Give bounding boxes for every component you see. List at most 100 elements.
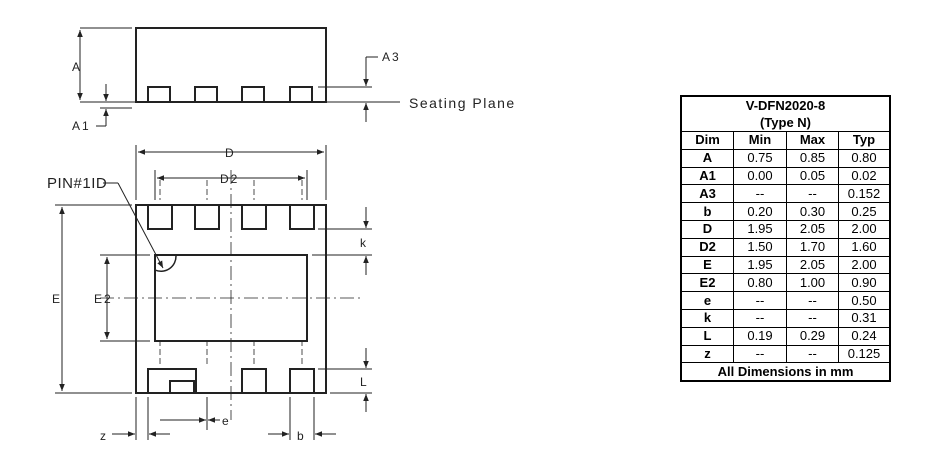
dim-d-label: D <box>225 146 234 160</box>
table-cell-dim: z <box>680 344 734 364</box>
table-cell-dim: A <box>680 148 734 168</box>
table-footer: All Dimensions in mm <box>680 362 891 382</box>
table-cell-dim: b <box>680 202 734 221</box>
table-cell-value: 2.00 <box>838 255 891 275</box>
table-cell-value: 1.95 <box>733 219 787 239</box>
table-cell-value: 0.152 <box>838 184 891 204</box>
table-cell-value: 0.30 <box>786 202 839 221</box>
table-cell-value: 0.02 <box>838 166 891 186</box>
side-view-lead <box>194 86 218 103</box>
table-cell-value: 0.00 <box>733 166 787 186</box>
table-cell-value: 0.50 <box>838 291 891 310</box>
table-cell-value: 0.24 <box>838 326 891 346</box>
table-cell-dim: L <box>680 326 734 346</box>
side-view-lead <box>241 86 265 103</box>
table-cell-value: 2.05 <box>786 255 839 275</box>
side-view <box>77 27 400 127</box>
table-header-row: Dim Min Max Typ <box>680 131 891 150</box>
bottom-lead-top <box>194 204 220 230</box>
table-cell-value: 1.70 <box>786 237 839 257</box>
table-cell-value: 0.125 <box>838 344 891 364</box>
dim-a-label: A <box>72 60 80 74</box>
table-cell-value: -- <box>733 291 787 310</box>
side-view-lead <box>147 86 171 103</box>
table-cell-value: 1.00 <box>786 273 839 293</box>
table-cell-value: 0.80 <box>838 148 891 168</box>
table-title: V-DFN2020-8 (Type N) <box>680 95 891 132</box>
table-row: e----0.50 <box>680 291 891 310</box>
table-cell-dim: D <box>680 219 734 239</box>
side-view-lead <box>289 86 313 103</box>
table-cell-value: 0.29 <box>786 326 839 346</box>
table-cell-value: -- <box>733 184 787 204</box>
table-cell-dim: E <box>680 255 734 275</box>
bottom-lead-bottom <box>241 368 267 394</box>
table-cell-dim: e <box>680 291 734 310</box>
dim-l-label: L <box>360 375 367 389</box>
table-header-cell: Max <box>786 131 839 150</box>
table-header-cell: Typ <box>838 131 891 150</box>
bottom-lead-bottom <box>289 368 315 394</box>
table-cell-dim: E2 <box>680 273 734 293</box>
dim-pitch-label: e <box>222 414 229 428</box>
table-cell-value: -- <box>786 344 839 364</box>
table-cell-value: 0.90 <box>838 273 891 293</box>
table-cell-value: 0.75 <box>733 148 787 168</box>
table-row: z----0.125 <box>680 344 891 364</box>
table-cell-value: -- <box>786 184 839 204</box>
pin1-id-label: PIN#1ID <box>47 175 107 192</box>
table-cell-value: 0.25 <box>838 202 891 221</box>
table-cell-value: -- <box>786 291 839 310</box>
bottom-lead-top <box>147 204 173 230</box>
table-cell-value: 0.05 <box>786 166 839 186</box>
table-row: A3----0.152 <box>680 184 891 204</box>
seating-plane-label: Seating Plane <box>409 95 516 111</box>
table-cell-dim: A3 <box>680 184 734 204</box>
table-title-row: V-DFN2020-8 (Type N) <box>680 95 891 132</box>
dim-b-label: b <box>297 429 304 443</box>
table-header-cell: Min <box>733 131 787 150</box>
dim-e-label: E <box>52 292 60 306</box>
table-cell-value: -- <box>733 308 787 328</box>
table-cell-dim: k <box>680 308 734 328</box>
table-cell-value: 1.95 <box>733 255 787 275</box>
table-cell-value: -- <box>733 344 787 364</box>
dim-a3-label: A3 <box>382 50 401 64</box>
bottom-view <box>55 145 372 440</box>
bottom-lead-top <box>289 204 315 230</box>
table-title-line2: (Type N) <box>759 115 812 130</box>
table-footer-row: All Dimensions in mm <box>680 362 891 382</box>
table-cell-value: 2.05 <box>786 219 839 239</box>
table-cell-value: 0.80 <box>733 273 787 293</box>
table-cell-value: 1.50 <box>733 237 787 257</box>
bottom-lead-top <box>241 204 267 230</box>
dim-e2-label: E2 <box>94 292 113 306</box>
pin1-lead-marker <box>169 380 195 394</box>
dim-d2-label: D2 <box>220 172 239 186</box>
table-row: k----0.31 <box>680 308 891 328</box>
dim-z-label: z <box>100 429 106 443</box>
table-cell-value: 2.00 <box>838 219 891 239</box>
dim-k-label: k <box>360 236 367 250</box>
table-cell-value: -- <box>786 308 839 328</box>
table-cell-value: 0.20 <box>733 202 787 221</box>
table-header-cell: Dim <box>680 131 734 150</box>
table-cell-value: 0.31 <box>838 308 891 328</box>
table-cell-dim: A1 <box>680 166 734 186</box>
table-cell-value: 0.19 <box>733 326 787 346</box>
table-cell-dim: D2 <box>680 237 734 257</box>
table-cell-value: 0.85 <box>786 148 839 168</box>
dim-a1-label: A1 <box>72 119 91 133</box>
table-title-line1: V-DFN2020-8 <box>745 98 826 113</box>
table-cell-value: 1.60 <box>838 237 891 257</box>
